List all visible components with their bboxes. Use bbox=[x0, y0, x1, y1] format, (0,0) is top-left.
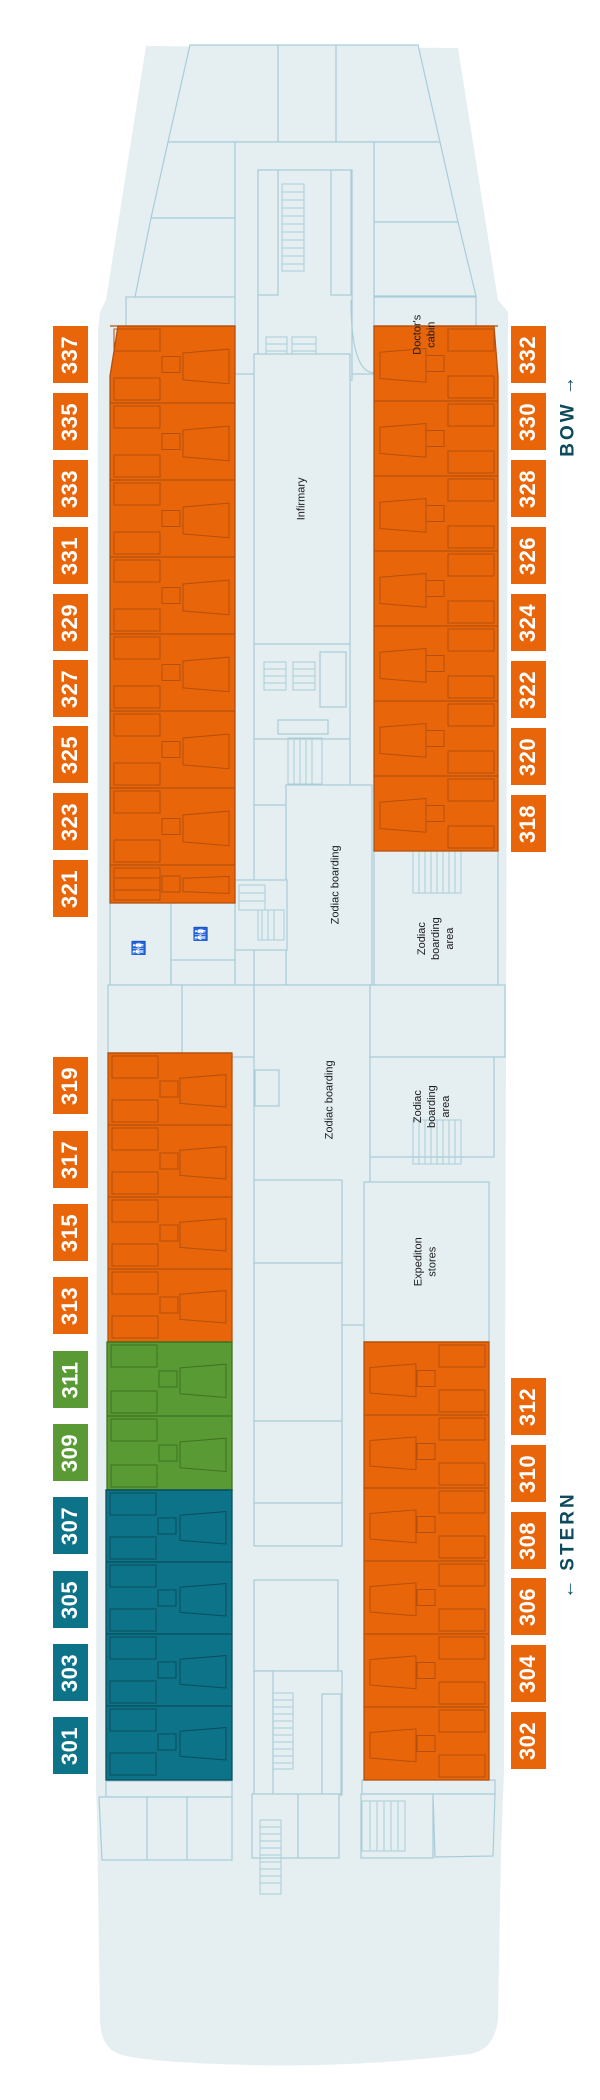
cabin-label-313[interactable]: 313 bbox=[53, 1277, 88, 1334]
zodiac-boarding-upper-label: Zodiac boarding bbox=[329, 845, 342, 925]
doctors-cabin-label: Doctor's cabin bbox=[411, 314, 437, 355]
expedition-stores-label: Expediton stores bbox=[412, 1237, 439, 1287]
restroom-icon: 🚻 bbox=[193, 925, 209, 943]
cabin-label-318[interactable]: 318 bbox=[511, 795, 546, 852]
cabin-label-310[interactable]: 310 bbox=[511, 1445, 546, 1502]
cabin-block-starboard-upper bbox=[373, 325, 499, 852]
cabin-label-324[interactable]: 324 bbox=[511, 594, 546, 651]
cabin-label-320[interactable]: 320 bbox=[511, 728, 546, 785]
restroom-1 bbox=[109, 902, 172, 986]
cabin-label-311[interactable]: 311 bbox=[53, 1351, 88, 1408]
cabin-label-331[interactable]: 331 bbox=[53, 527, 88, 584]
central-structures bbox=[107, 353, 506, 1796]
cabin-label-327[interactable]: 327 bbox=[53, 660, 88, 717]
cabin-block-port-upper bbox=[109, 325, 236, 904]
zodiac-boarding-area-lower-room bbox=[369, 1056, 495, 1158]
zodiac-boarding-lower-label: Zodiac boarding bbox=[323, 1060, 336, 1140]
cabin-label-315[interactable]: 315 bbox=[53, 1204, 88, 1261]
cabin-label-332[interactable]: 332 bbox=[511, 326, 546, 383]
cabin-label-326[interactable]: 326 bbox=[511, 527, 546, 584]
cabin-label-317[interactable]: 317 bbox=[53, 1131, 88, 1188]
cabin-label-337[interactable]: 337 bbox=[53, 326, 88, 383]
cabin-label-323[interactable]: 323 bbox=[53, 793, 88, 850]
cabin-label-333[interactable]: 333 bbox=[53, 460, 88, 517]
bow-direction-indicator: BOW → bbox=[557, 340, 581, 490]
stern-rooms bbox=[98, 1779, 496, 1895]
cabin-furniture bbox=[106, 325, 498, 1778]
stern-label: STERN bbox=[558, 1491, 579, 1571]
cabin-label-319[interactable]: 319 bbox=[53, 1057, 88, 1114]
cabin-label-302[interactable]: 302 bbox=[511, 1712, 546, 1769]
cabin-label-308[interactable]: 308 bbox=[511, 1512, 546, 1569]
cabin-label-328[interactable]: 328 bbox=[511, 460, 546, 517]
cabin-label-321[interactable]: 321 bbox=[53, 860, 88, 917]
zodiac-boarding-area-lower-label: Zodiac boarding area bbox=[411, 1085, 451, 1129]
zodiac-boarding-area-upper-label: Zodiac boarding area bbox=[415, 917, 455, 961]
cabin-label-309[interactable]: 309 bbox=[53, 1424, 88, 1481]
expedition-stores-room bbox=[363, 1181, 490, 1343]
zodiac-boarding-area-upper-room bbox=[373, 850, 499, 986]
cabin-label-312[interactable]: 312 bbox=[511, 1378, 546, 1435]
arrow-left-icon: ← bbox=[558, 1576, 579, 1599]
cabin-label-330[interactable]: 330 bbox=[511, 393, 546, 450]
cabin-label-307[interactable]: 307 bbox=[53, 1497, 88, 1554]
arrow-right-icon: → bbox=[558, 373, 579, 396]
cabin-label-329[interactable]: 329 bbox=[53, 594, 88, 651]
restroom-icon: 🚻 bbox=[131, 939, 147, 957]
bow-label: BOW bbox=[558, 401, 579, 457]
cabin-label-325[interactable]: 325 bbox=[53, 726, 88, 783]
cabin-label-306[interactable]: 306 bbox=[511, 1578, 546, 1635]
cabin-label-304[interactable]: 304 bbox=[511, 1645, 546, 1702]
zodiac-boarding-upper-room bbox=[285, 784, 373, 986]
stern-direction-indicator: ← STERN bbox=[557, 1480, 581, 1610]
cabin-block-port-teal bbox=[105, 1489, 233, 1781]
cabin-label-335[interactable]: 335 bbox=[53, 393, 88, 450]
infirmary-label: Infirmary bbox=[295, 477, 308, 521]
cabin-label-305[interactable]: 305 bbox=[53, 1571, 88, 1628]
cabin-label-322[interactable]: 322 bbox=[511, 661, 546, 718]
cabin-label-303[interactable]: 303 bbox=[53, 1644, 88, 1701]
cabin-label-301[interactable]: 301 bbox=[53, 1717, 88, 1774]
